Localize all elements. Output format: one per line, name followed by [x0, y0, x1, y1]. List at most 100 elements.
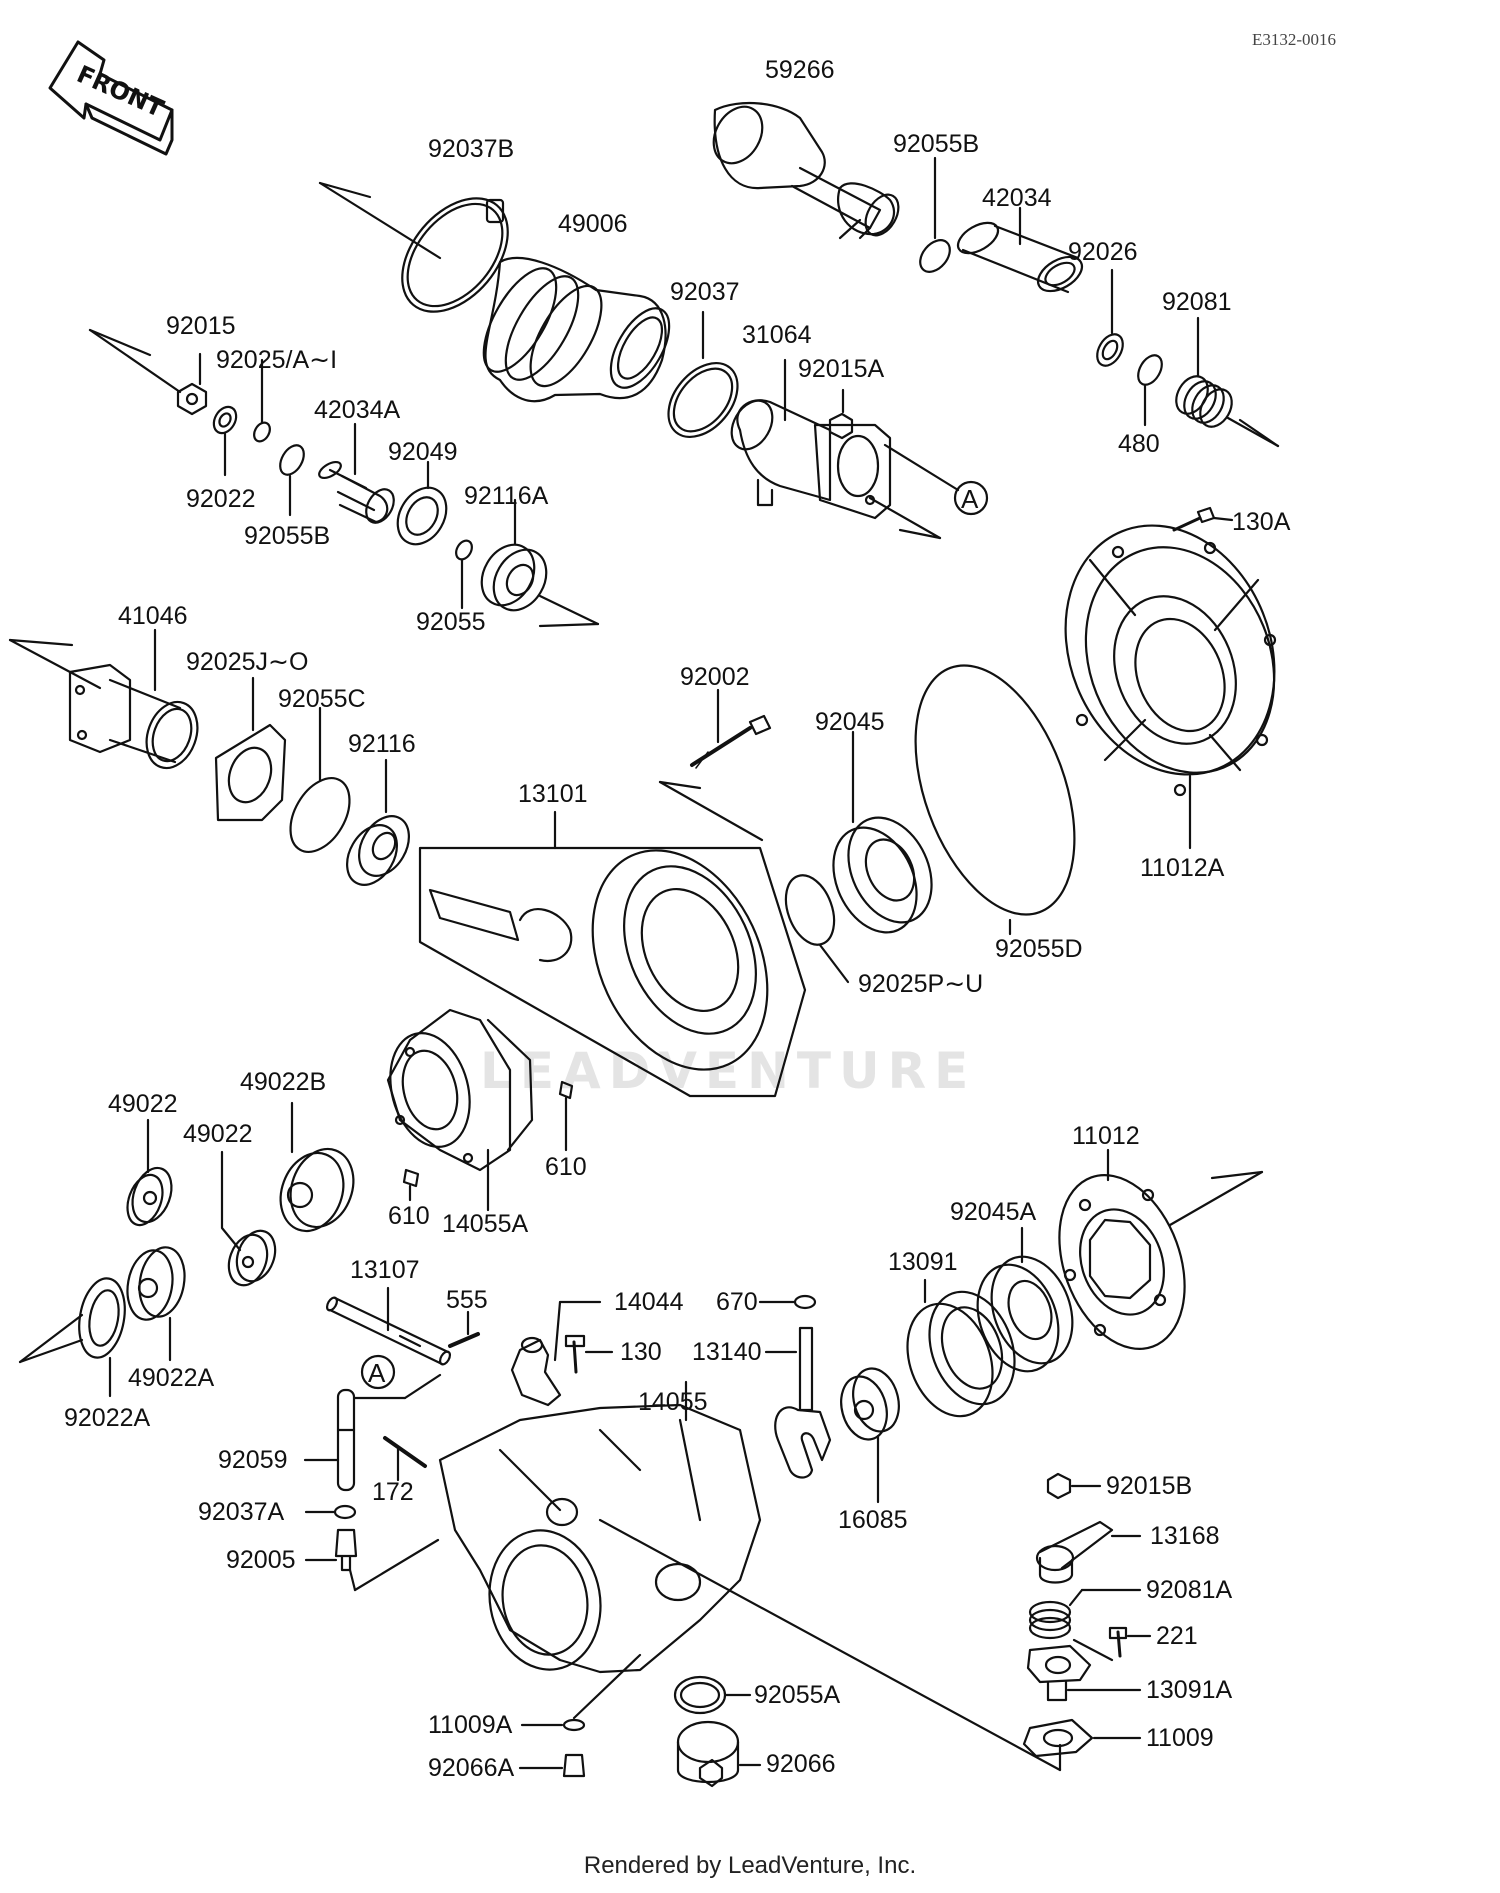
label-92066: 92066	[766, 1750, 836, 1778]
label-13168: 13168	[1150, 1522, 1220, 1550]
label-92026: 92026	[1068, 238, 1138, 266]
ring-pinion-gear-13101	[428, 849, 769, 1071]
label-610-a: 610	[545, 1153, 587, 1181]
label-130: 130	[620, 1338, 662, 1366]
label-31064: 31064	[742, 321, 812, 349]
plug-92066A	[562, 1753, 586, 1778]
label-555: 555	[446, 1286, 488, 1314]
label-172: 172	[372, 1478, 414, 1506]
housing-14055	[438, 1403, 762, 1674]
label-11012A: 11012A	[1140, 854, 1225, 882]
oring-92055B-mid	[279, 444, 305, 476]
label-13091: 13091	[888, 1248, 958, 1276]
label-49022B: 49022B	[240, 1068, 327, 1096]
label-41046: 41046	[118, 602, 188, 630]
callout-circle-top	[953, 480, 989, 516]
pin-610-b	[402, 1168, 420, 1188]
washer-92022A	[78, 1277, 126, 1359]
boot-49006	[482, 256, 671, 403]
label-14044: 14044	[614, 1288, 684, 1316]
label-11009: 11009	[1146, 1724, 1214, 1752]
clamp-92037B	[401, 197, 509, 313]
shift-fork-13140	[774, 1326, 832, 1479]
label-92005: 92005	[226, 1546, 296, 1574]
shim-92025P-U	[784, 874, 836, 946]
bracket-14044	[510, 1336, 562, 1407]
retainer-41046	[68, 663, 199, 770]
label-92055: 92055	[416, 608, 486, 636]
bolt-92002	[690, 714, 772, 769]
label-92037B: 92037B	[428, 135, 515, 163]
diagram-code: E3132-0016	[1252, 30, 1337, 49]
label-11012: 11012	[1072, 1122, 1140, 1150]
label-92066A: 92066A	[428, 1754, 515, 1782]
callout-circle-bottom	[360, 1354, 396, 1390]
circlip-480	[1137, 354, 1163, 386]
nut-92015	[176, 382, 208, 416]
washer-92022	[212, 405, 238, 435]
diff-case-14055A	[386, 1008, 534, 1172]
washer-92026	[1096, 333, 1124, 367]
label-92022: 92022	[186, 485, 256, 513]
label-92045: 92045	[815, 708, 885, 736]
callout-letter-bottom: A	[368, 1358, 386, 1388]
label-11009A: 11009A	[428, 1711, 513, 1739]
label-92015: 92015	[166, 312, 236, 340]
shaft-13107	[325, 1296, 452, 1366]
bearing-92045A	[976, 1255, 1074, 1373]
label-14055: 14055	[638, 1388, 708, 1416]
label-14055A: 14055A	[442, 1210, 529, 1238]
label-13101: 13101	[518, 780, 588, 808]
label-92015B: 92015B	[1106, 1472, 1193, 1500]
label-610-b: 610	[388, 1202, 430, 1230]
label-92037A: 92037A	[198, 1498, 285, 1526]
label-92049: 92049	[388, 438, 458, 466]
gear-set-frame-13101	[418, 846, 807, 1098]
bearing-92116	[346, 815, 410, 886]
label-670: 670	[716, 1288, 758, 1316]
label-49006: 49006	[558, 210, 628, 238]
pinion-gear-49022-b	[227, 1229, 277, 1287]
label-92055C: 92055C	[278, 685, 366, 713]
label-92059: 92059	[218, 1446, 288, 1474]
label-92045A: 92045A	[950, 1198, 1037, 1226]
clip-92037A	[333, 1504, 357, 1520]
pin-92059	[336, 1388, 356, 1492]
label-221: 221	[1156, 1622, 1198, 1650]
gasket-11009	[1022, 1718, 1094, 1758]
bearing-92116A	[480, 543, 548, 612]
label-42034A: 42034A	[314, 396, 401, 424]
bolt-130A	[1172, 516, 1202, 532]
stud-172	[383, 1436, 427, 1468]
pinion-gear-49022-a	[126, 1166, 173, 1227]
seal-holder-13091A	[1026, 1644, 1092, 1702]
label-49022-b: 49022	[183, 1120, 253, 1148]
label-92055B-top: 92055B	[893, 130, 980, 158]
label-13091A: 13091A	[1146, 1676, 1233, 1704]
sleeve-42034	[956, 221, 1084, 294]
lever-13168	[1035, 1520, 1114, 1584]
breather-92005	[334, 1528, 358, 1572]
pinion-42034A	[318, 460, 395, 524]
label-92025-A-I: 92025/A∼I	[216, 346, 338, 374]
clamp-92037	[667, 362, 739, 438]
label-92055A: 92055A	[754, 1681, 841, 1709]
oring-92055C	[289, 777, 351, 853]
plug-92066	[676, 1720, 740, 1788]
label-92116A: 92116A	[464, 482, 549, 510]
oring-92055D	[914, 664, 1076, 916]
label-92025J-O: 92025J∼O	[186, 648, 309, 676]
label-92081: 92081	[1162, 288, 1232, 316]
oring-92055B-top	[919, 239, 951, 273]
front-arrow-icon: FRONT	[48, 40, 174, 156]
label-92055B-mid: 92055B	[244, 522, 331, 550]
label-59266: 59266	[765, 56, 835, 84]
callout-letter-top: A	[961, 484, 979, 514]
seal-13091	[906, 1290, 1016, 1418]
housing-31064	[730, 399, 892, 520]
label-92022A: 92022A	[64, 1404, 151, 1432]
side-gear-49022A	[126, 1246, 186, 1321]
nut-92015B	[1046, 1472, 1072, 1500]
label-42034: 42034	[982, 184, 1052, 212]
nut-92015A	[828, 412, 854, 440]
